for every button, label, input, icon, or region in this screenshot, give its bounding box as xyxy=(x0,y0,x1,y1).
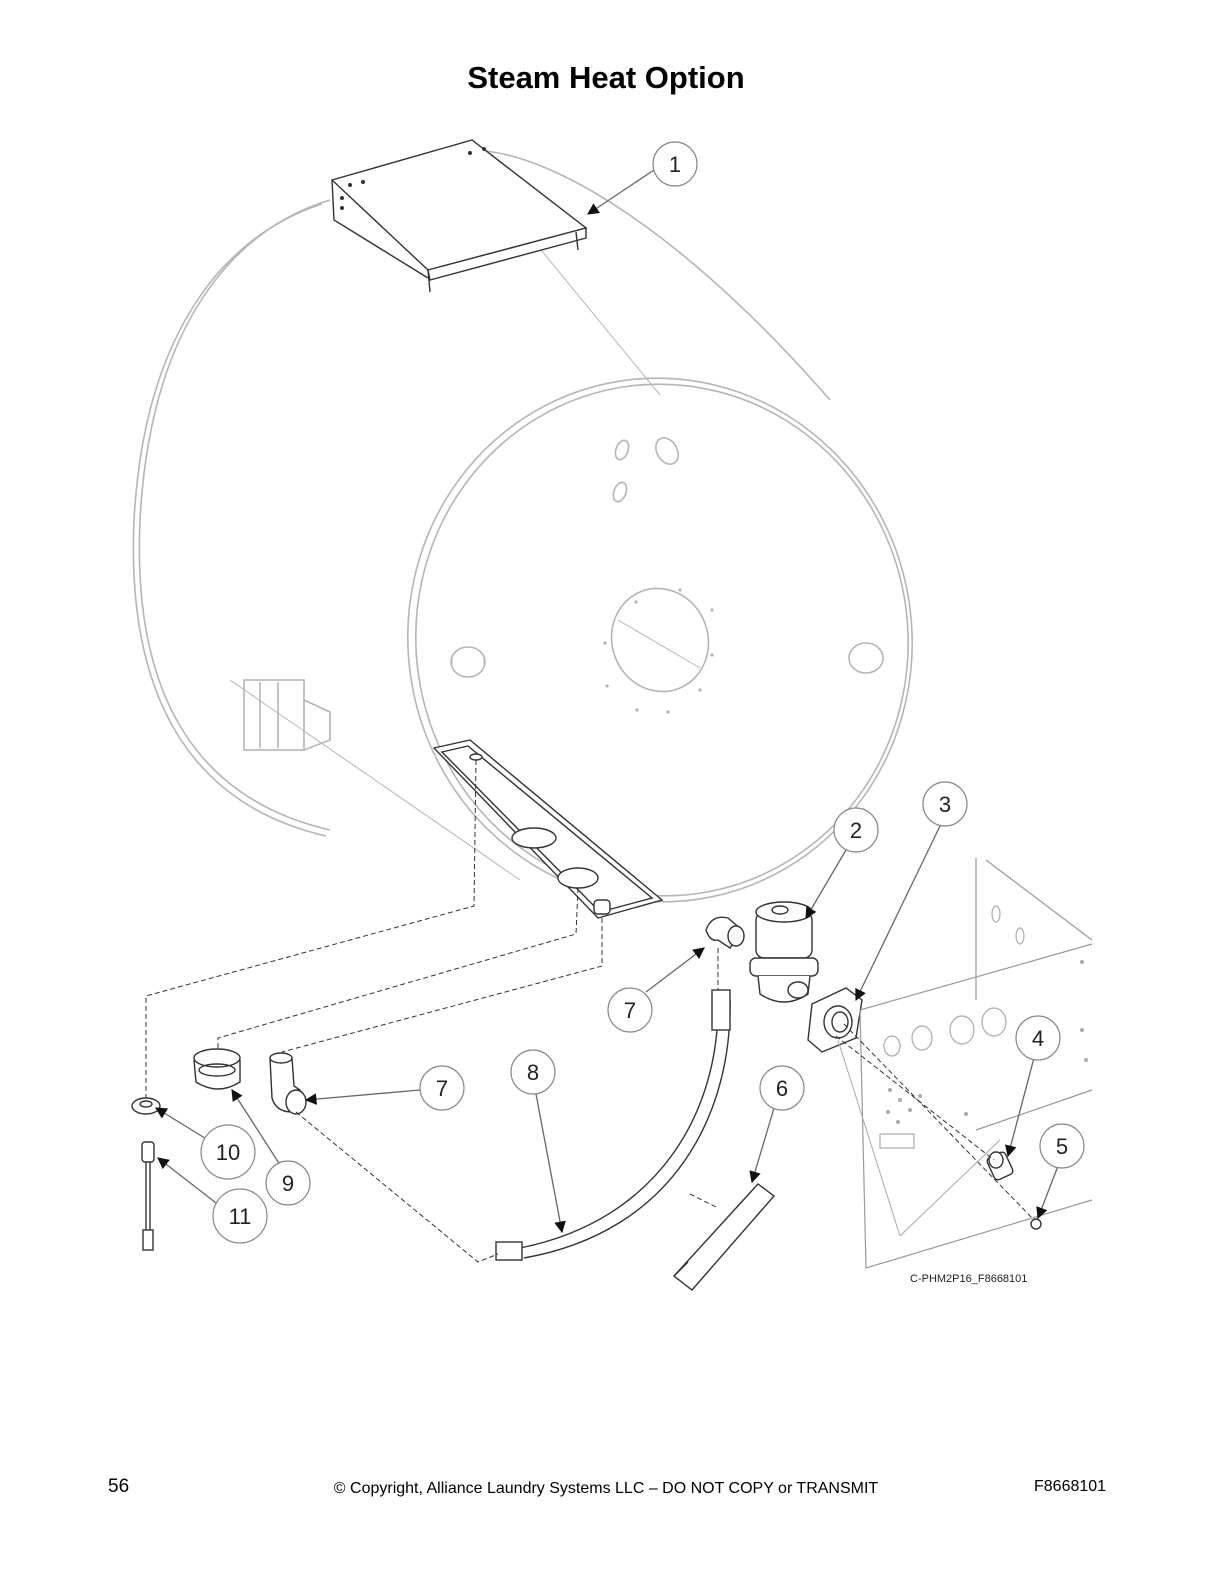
part-7-elbow-upper xyxy=(705,916,745,949)
part-6-strip xyxy=(672,1183,776,1291)
callout-label: 9 xyxy=(282,1171,294,1196)
callout-1: 1 xyxy=(652,141,698,187)
drawing-code: C-PHM2P16_F8668101 xyxy=(910,1273,1028,1285)
part-4-fitting xyxy=(986,1151,1014,1181)
document-id: F8668101 xyxy=(1034,1478,1107,1495)
part-2-steam-valve xyxy=(749,901,819,1003)
side-panel xyxy=(859,858,1093,1269)
callout-4: 4 xyxy=(1015,1015,1061,1061)
callout-label: 7 xyxy=(436,1076,448,1101)
callout-label: 6 xyxy=(776,1076,788,1101)
callout-9: 9 xyxy=(265,1160,311,1206)
copyright-notice: © Copyright, Alliance Laundry Systems LL… xyxy=(333,1480,879,1497)
leader-lines xyxy=(155,169,1059,1234)
page-title: Steam Heat Option xyxy=(467,60,745,95)
callout-7-upper: 7 xyxy=(607,987,653,1033)
callout-5: 5 xyxy=(1039,1123,1085,1169)
callout-label: 10 xyxy=(216,1140,240,1165)
part-10-grommet xyxy=(131,1097,161,1115)
callout-2: 2 xyxy=(833,807,879,853)
part-5-screw xyxy=(1030,1218,1042,1230)
part-8-hose xyxy=(495,989,731,1261)
callout-label: 1 xyxy=(669,152,681,177)
part-7-elbow-lower xyxy=(269,1052,307,1115)
part-3-flange xyxy=(807,987,863,1053)
page-number: 56 xyxy=(108,1476,130,1497)
callout-7-lower: 7 xyxy=(419,1065,465,1111)
callout-6: 6 xyxy=(759,1065,805,1111)
assembly-lines xyxy=(145,759,1035,1263)
callout-3: 3 xyxy=(922,781,968,827)
callout-label: 4 xyxy=(1032,1026,1044,1051)
callout-label: 3 xyxy=(939,792,951,817)
callout-10: 10 xyxy=(200,1124,256,1180)
part-11-probe xyxy=(141,1141,155,1251)
drain-tray xyxy=(432,739,664,919)
callout-label: 7 xyxy=(624,998,636,1023)
callout-label: 5 xyxy=(1056,1134,1068,1159)
callout-11: 11 xyxy=(212,1188,268,1244)
callouts: 1 2 3 4 5 6 7 7 xyxy=(200,141,1085,1244)
callout-label: 8 xyxy=(527,1060,539,1085)
reference-lines xyxy=(837,1039,1001,1237)
callout-8: 8 xyxy=(510,1049,556,1095)
drum xyxy=(132,149,913,903)
callout-label: 2 xyxy=(850,818,862,843)
part-1-bracket xyxy=(330,139,588,293)
part-9-ring xyxy=(193,1048,241,1090)
callout-label: 11 xyxy=(229,1204,252,1229)
